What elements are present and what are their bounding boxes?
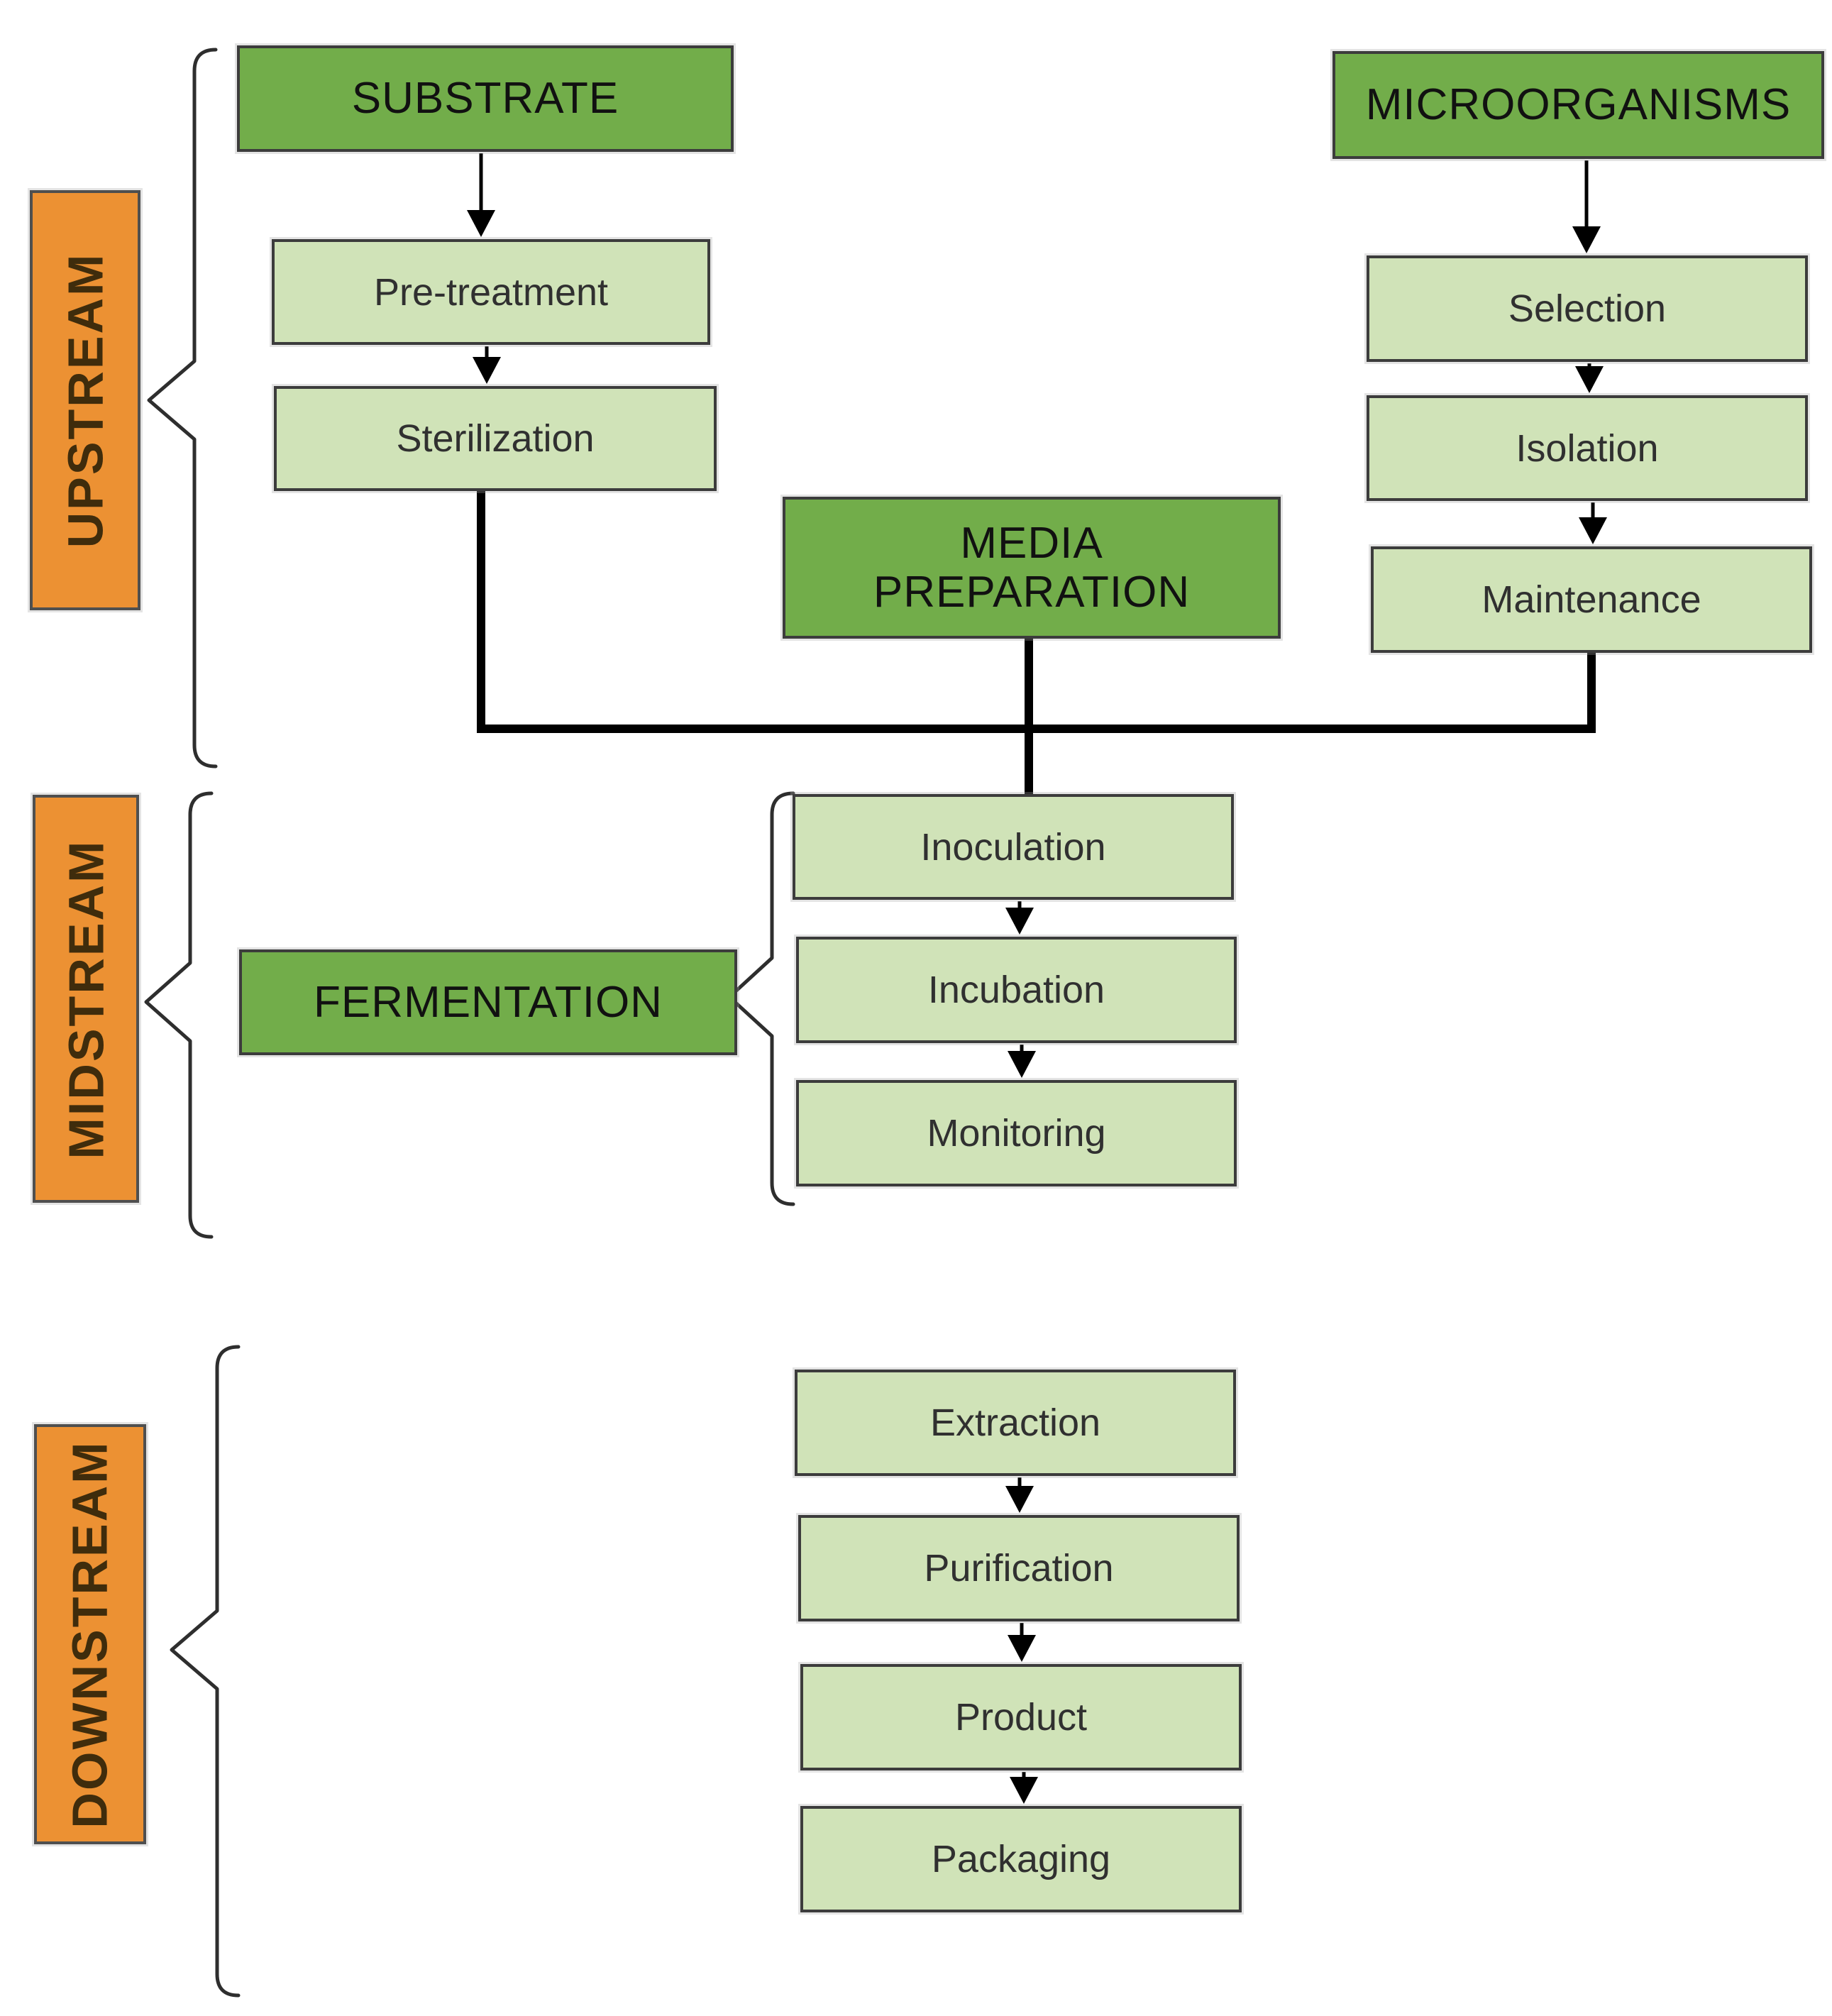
node-microorganisms-label: MICROORGANISMS [1365, 80, 1792, 130]
node-packaging: Packaging [800, 1806, 1242, 1912]
section-label-midstream-text: MIDSTREAM [58, 839, 114, 1159]
brace-downstream [170, 1345, 241, 1998]
node-media-preparation: MEDIA PREPARATION [783, 497, 1281, 639]
brace-midstream [144, 791, 214, 1239]
node-packaging-label: Packaging [931, 1838, 1111, 1880]
node-monitoring-label: Monitoring [927, 1112, 1106, 1155]
node-pretreatment: Pre-treatment [272, 239, 710, 345]
arrow-microorganisms-selection [1572, 160, 1601, 253]
node-sterilization: Sterilization [274, 386, 717, 491]
node-maintenance-label: Maintenance [1481, 578, 1701, 621]
node-substrate-label: SUBSTRATE [351, 74, 619, 123]
node-product-label: Product [954, 1696, 1088, 1739]
node-purification-label: Purification [924, 1547, 1114, 1590]
node-fermentation: FERMENTATION [239, 949, 737, 1055]
node-microorganisms: MICROORGANISMS [1332, 51, 1824, 159]
node-inoculation-label: Inoculation [920, 825, 1106, 869]
brace-fermentation-group [727, 791, 795, 1206]
arrow-pretreatment-sterilization [473, 346, 501, 384]
node-isolation-label: Isolation [1516, 426, 1659, 470]
node-extraction: Extraction [795, 1370, 1236, 1476]
arrow-purification-product [1008, 1623, 1036, 1662]
node-incubation: Incubation [796, 937, 1237, 1043]
node-isolation: Isolation [1367, 395, 1808, 501]
section-label-downstream: DOWNSTREAM [34, 1424, 146, 1844]
node-monitoring: Monitoring [796, 1080, 1237, 1186]
section-label-midstream: MIDSTREAM [33, 795, 139, 1203]
node-product: Product [800, 1664, 1242, 1770]
node-extraction-label: Extraction [929, 1401, 1101, 1444]
section-label-downstream-text: DOWNSTREAM [62, 1440, 118, 1829]
node-purification: Purification [798, 1515, 1240, 1621]
node-fermentation-label: FERMENTATION [314, 977, 663, 1027]
arrow-incubation-monitoring [1008, 1045, 1036, 1078]
node-pretreatment-label: Pre-treatment [373, 270, 609, 314]
brace-upstream [147, 48, 218, 769]
node-selection: Selection [1367, 255, 1808, 362]
arrow-selection-isolation [1575, 363, 1604, 393]
arrow-extraction-purification [1005, 1477, 1034, 1513]
section-label-upstream-text: UPSTREAM [57, 252, 114, 549]
arrow-product-packaging [1010, 1772, 1038, 1804]
trunk-sterilization-bus-maintenance [477, 490, 1596, 733]
node-media-preparation-label: MEDIA PREPARATION [873, 518, 1191, 617]
section-label-upstream: UPSTREAM [30, 190, 140, 610]
arrow-inoculation-incubation [1005, 901, 1034, 935]
arrow-isolation-maintenance [1579, 502, 1607, 544]
node-selection-label: Selection [1508, 287, 1667, 330]
node-substrate: SUBSTRATE [237, 45, 734, 152]
arrow-substrate-pretreatment [467, 153, 495, 237]
node-maintenance: Maintenance [1371, 546, 1812, 653]
node-inoculation: Inoculation [793, 794, 1234, 900]
node-incubation-label: Incubation [927, 969, 1105, 1011]
node-sterilization-label: Sterilization [396, 417, 595, 460]
